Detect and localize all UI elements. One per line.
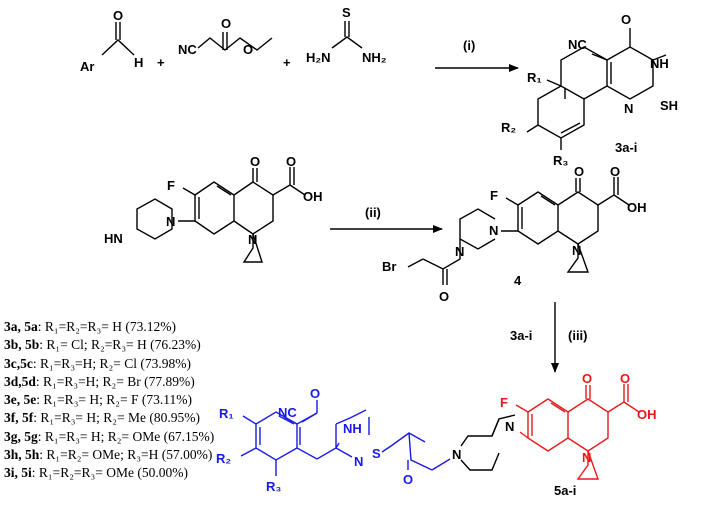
plus-sign-2: +	[283, 55, 291, 70]
aldehyde-structure: Ar O H	[80, 8, 143, 74]
compound-5-piperazine	[460, 414, 516, 471]
compound-5-pyrimidine-n-label: N	[354, 454, 363, 469]
cipro-piperazine-n-label: N	[166, 214, 175, 229]
compound-5-piperazine-n2-label: N	[505, 419, 514, 434]
compound-5-nh-label: NH	[343, 421, 362, 436]
compound-5-s-label: S	[372, 446, 381, 461]
compound-4-oh-label: OH	[627, 200, 647, 215]
legend-substituents: : R₁=R₃=H; R₂= Br (77.89%)	[35, 373, 195, 389]
compound-3-r3-label: R₃	[553, 153, 568, 168]
aldehyde-h-label: H	[134, 55, 143, 70]
compound-4-br-label: Br	[382, 259, 396, 274]
legend-row: 3i, 5i: R₁=R₂=R₃= OMe (50.00%)	[4, 464, 214, 482]
legend-row: 3e, 5e: R₁=R₃= H; R₂= F (73.11%)	[4, 391, 214, 409]
compound-4-label: 4	[514, 273, 522, 288]
plus-sign-1: +	[157, 55, 165, 70]
compound-5-label: 5a-i	[554, 483, 576, 498]
legend-compound-ids: 3d,5d	[4, 373, 36, 389]
compound-5-oh-label: OH	[637, 407, 657, 422]
legend-row: 3h, 5h: R₁=R₂= OMe; R₃=H (57.00%)	[4, 446, 214, 464]
legend-substituents: : R₁=R₃= H; R₂= OMe (67.15%)	[37, 428, 215, 444]
compound-3-nc-label: NC	[568, 37, 587, 52]
compound-3-label: 3a-i	[615, 140, 637, 155]
compound-5-pyrimidine-part	[240, 400, 451, 476]
legend-row: 3a, 5a: R₁=R₂=R₃= H (73.12%)	[4, 318, 214, 336]
compound-5-f-label: F	[500, 395, 508, 410]
compound-5-quinolone-o-label: O	[582, 371, 592, 386]
compound-3-r2-label: R₂	[501, 120, 516, 135]
compound-4-n3-label: N	[455, 244, 464, 259]
thiourea-right-nh2-label: NH₂	[362, 50, 387, 65]
cipro-quinolone-n-label: N	[248, 232, 257, 247]
compound-3-r1-label: R₁	[527, 70, 542, 85]
thiourea-structure: S H₂N NH₂	[306, 5, 387, 65]
compound-5-acid-o-label: O	[620, 371, 630, 386]
legend-row: 3g, 5g: R₁=R₃= H; R₂= OMe (67.15%)	[4, 428, 214, 446]
compound-5-r2-label: R₂	[216, 451, 231, 466]
compound-3-nh-label: NH	[650, 56, 669, 71]
compound-4-o-label: O	[574, 164, 584, 179]
legend-compound-ids: 3b, 5b	[4, 337, 40, 353]
compound-5-o-label: O	[310, 386, 320, 401]
compound-4-structure	[407, 177, 630, 285]
legend-compound-ids: 3f, 5f	[4, 410, 34, 426]
compound-5-r3-label: R₃	[266, 479, 281, 494]
step-ii-label: (ii)	[365, 205, 381, 220]
compound-4-n2-label: N	[572, 243, 581, 258]
compound-4-acid-o-label: O	[610, 164, 620, 179]
thiourea-s-label: S	[342, 5, 351, 20]
compound-4-amide-o-label: O	[439, 289, 449, 304]
compound-5-amide-o-label: O	[403, 472, 413, 487]
legend-compound-ids: 3h, 5h	[4, 447, 40, 463]
compound-4-n1-label: N	[489, 223, 498, 238]
compound-5-piperazine-n1-label: N	[452, 447, 461, 462]
ester-ether-o-label: O	[243, 42, 253, 57]
legend-row: 3d,5d: R₁=R₃=H; R₂= Br (77.89%)	[4, 373, 214, 391]
legend-substituents: : R₁=R₃= H; R₂= F (73.11%)	[36, 392, 192, 408]
legend-compound-ids: 3c,5c	[4, 355, 33, 371]
cipro-hn-label: HN	[104, 231, 123, 246]
aldehyde-o-label: O	[113, 8, 123, 23]
compound-5-r1-label: R₁	[219, 406, 234, 421]
legend-substituents: : R₁=R₂=R₃= H (73.12%)	[37, 319, 176, 334]
ester-nc-label: NC	[178, 42, 197, 57]
ciprofloxacin-structure	[136, 167, 306, 263]
cipro-f-label: F	[167, 178, 175, 193]
compound-3-structure	[526, 28, 667, 150]
ethyl-cyanoacetate-structure: NC O O	[178, 16, 273, 57]
legend-substituents: : R₁=R₃=H; R₂= Cl (73.98%)	[32, 355, 191, 371]
step-i-label: (i)	[463, 38, 475, 53]
legend-substituents: : R₁=R₂= OMe; R₃=H (57.00%)	[39, 447, 213, 463]
legend-row: 3b, 5b: R₁= Cl; R₂=R₃= H (76.23%)	[4, 336, 214, 354]
step-iii-label: (iii)	[568, 328, 588, 343]
ester-carbonyl-o-label: O	[221, 16, 231, 31]
thiourea-left-nh2-label: H₂N	[306, 50, 331, 65]
cipro-acid-o-label: O	[286, 154, 296, 169]
compound-3-n-label: N	[624, 101, 633, 116]
cipro-oh-label: OH	[303, 189, 323, 204]
step-iii-reagent-label: 3a-i	[510, 328, 532, 343]
legend-compound-ids: 3g, 5g	[4, 428, 38, 444]
legend-row: 3c,5c: R₁=R₃=H; R₂= Cl (73.98%)	[4, 355, 214, 373]
legend-substituents: : R₁=R₃= H; R₂= Me (80.95%)	[33, 410, 200, 426]
compound-5-quinolone-n-label: N	[582, 450, 591, 465]
compound-5-quinolone-part	[515, 384, 640, 480]
compound-3-o-label: O	[621, 12, 631, 27]
cipro-o-label: O	[250, 154, 260, 169]
legend-compound-ids: 3a, 5a	[4, 319, 38, 334]
legend-row: 3f, 5f: R₁=R₃= H; R₂= Me (80.95%)	[4, 409, 214, 427]
compound-5-nc-label: NC	[278, 405, 297, 420]
compound-4-f-label: F	[490, 188, 498, 203]
legend-substituents: : R₁= Cl; R₂=R₃= H (76.23%)	[39, 337, 201, 353]
legend-compound-ids: 3e, 5e	[4, 392, 37, 408]
legend-compound-ids: 3i, 5i	[4, 465, 32, 481]
compound-3-sh-label: SH	[660, 98, 678, 113]
legend-substituents: : R₁=R₂=R₃= OMe (50.00%)	[31, 465, 188, 481]
aldehyde-ar-label: Ar	[80, 59, 94, 74]
substituent-legend: 3a, 5a: R₁=R₂=R₃= H (73.12%)3b, 5b: R₁= …	[4, 318, 214, 483]
